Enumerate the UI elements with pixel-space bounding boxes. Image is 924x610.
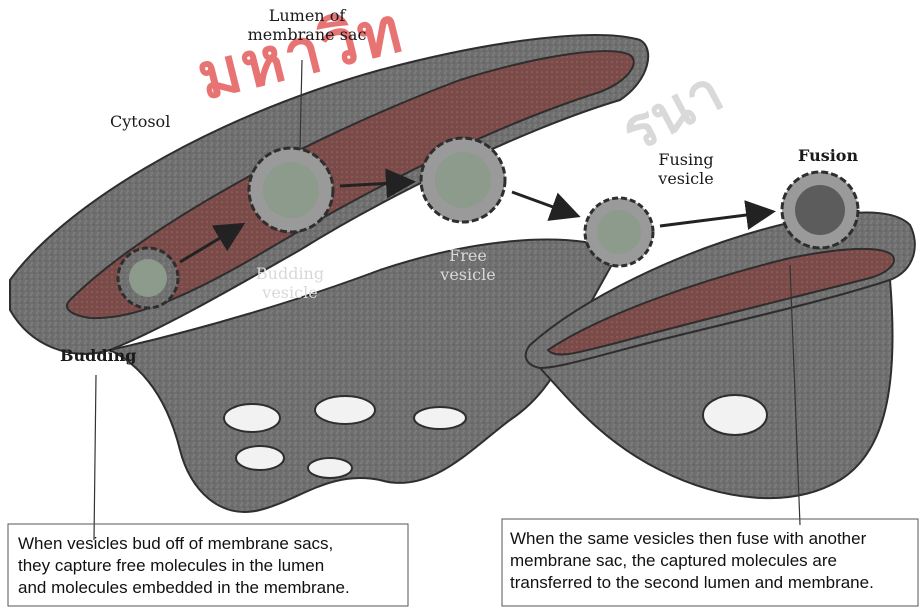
vesicle-free bbox=[421, 138, 505, 222]
vesicle-fusion bbox=[782, 172, 858, 248]
label-free-vesicle: Free vesicle bbox=[418, 246, 518, 284]
vesicle-budding bbox=[249, 148, 333, 232]
label-fusion: Fusion bbox=[798, 146, 858, 165]
caption-right: When the same vesicles then fuse with an… bbox=[510, 528, 920, 594]
caption-left: When vesicles bud off of membrane sacs, … bbox=[18, 533, 403, 599]
vesicle-budding-left bbox=[118, 248, 178, 308]
label-fusing-vesicle: Fusing vesicle bbox=[636, 150, 736, 188]
vesicle-fusing bbox=[585, 198, 653, 266]
label-budding: Budding bbox=[60, 346, 136, 365]
label-cytosol: Cytosol bbox=[110, 112, 170, 131]
label-budding-vesicle: Budding vesicle bbox=[240, 264, 340, 302]
label-lumen: Lumen of membrane sac bbox=[222, 6, 392, 44]
